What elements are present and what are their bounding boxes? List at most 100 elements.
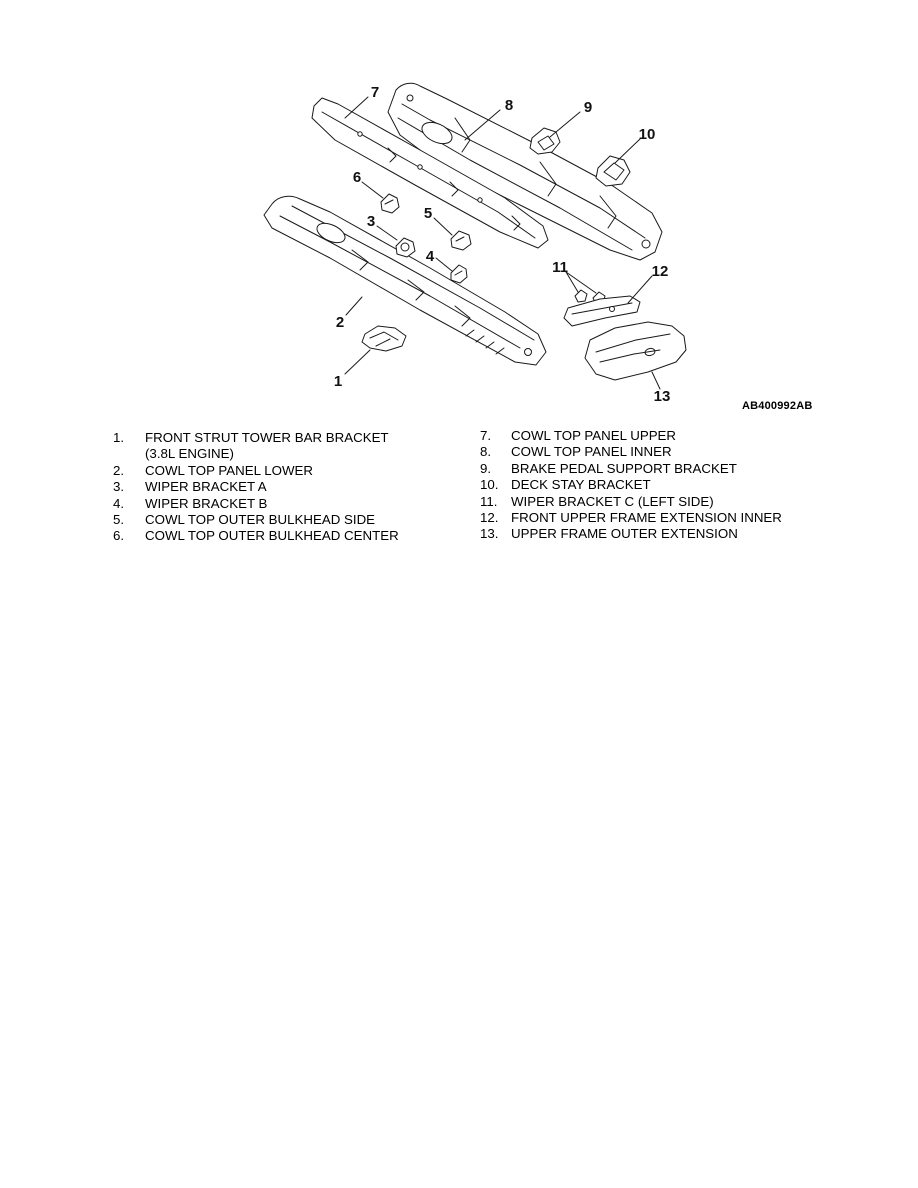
legend-item-text: BRAKE PEDAL SUPPORT BRACKET	[511, 460, 737, 476]
part-6-outline	[380, 193, 400, 214]
part-13-detail-line	[599, 349, 661, 363]
legend-item: 5. COWL TOP OUTER BULKHEAD SIDE	[113, 512, 417, 528]
part-8-hole	[641, 239, 651, 249]
part-4-detail-line	[454, 270, 463, 276]
part-7-detail-line	[321, 111, 536, 239]
legend-item-text: FRONT UPPER FRAME EXTENSION INNER	[511, 510, 782, 526]
leader-line-10	[614, 138, 641, 164]
callout-9: 9	[584, 99, 592, 116]
leader-line-2	[345, 296, 363, 316]
legend-item-text: COWL TOP PANEL UPPER	[511, 428, 677, 443]
legend-item: 13. UPPER FRAME OUTER EXTENSION	[480, 526, 820, 542]
legend-item-number: 7.	[480, 428, 492, 443]
legend-item-text: COWL TOP PANEL LOWER	[145, 462, 313, 478]
part-7-clip	[357, 131, 363, 137]
legend-item: 11. WIPER BRACKET C (LEFT SIDE)	[480, 494, 820, 510]
leader-line-4	[435, 257, 453, 272]
part-13-hole	[644, 347, 656, 357]
part-8-detail-line	[454, 117, 617, 229]
legend-item-number: 6.	[113, 528, 125, 544]
callout-5: 5	[424, 205, 432, 222]
part-12-detail-line	[571, 302, 633, 315]
legend-item-text: COWL TOP PANEL INNER	[511, 444, 672, 460]
part-2-hole	[524, 348, 532, 356]
callout-1: 1	[334, 373, 342, 390]
part-2-vent-hole	[316, 222, 346, 244]
part-8-hole	[406, 94, 414, 102]
part-12-outline	[563, 295, 641, 327]
legend-item-text: WIPER BRACKET C (LEFT SIDE)	[511, 493, 714, 509]
leader-line-3	[376, 225, 398, 241]
callout-12: 12	[652, 263, 669, 280]
part-3-detail	[400, 242, 410, 252]
part-13-detail-line	[595, 333, 671, 353]
figure-reference-code: AB400992AB	[742, 400, 813, 412]
part-13-upper-frame-outer-extension-shape	[584, 321, 687, 381]
part-13-outline	[584, 321, 687, 381]
legend-item-number: 8.	[480, 444, 492, 460]
part-9-detail-line	[537, 135, 555, 151]
callout-2: 2	[336, 314, 344, 331]
leader-line-1	[344, 349, 371, 375]
legend-item-number: 4.	[113, 495, 125, 511]
legend-item-number: 11.	[480, 493, 498, 509]
legend-item: 7. COWL TOP PANEL UPPER	[480, 428, 820, 444]
legend-item-number: 5.	[113, 512, 125, 528]
part-3-wiper-bracket-a-shape	[395, 237, 416, 258]
legend-item-text: COWL TOP OUTER BULKHEAD CENTER	[145, 528, 399, 544]
legend-item-text: DECK STAY BRACKET	[511, 477, 651, 493]
part-10-outline	[595, 155, 631, 187]
part-10-detail-line	[603, 162, 625, 181]
legend-item: 3. WIPER BRACKET A	[113, 479, 417, 495]
legend-item-text: FRONT STRUT TOWER BAR BRACKET (3.8L ENGI…	[145, 430, 389, 462]
callout-3: 3	[367, 213, 375, 230]
legend-item: 6. COWL TOP OUTER BULKHEAD CENTER	[113, 528, 417, 544]
leader-line-9	[549, 111, 581, 138]
part-12-front-upper-frame-extension-inner-shape	[563, 295, 641, 327]
callout-7: 7	[371, 84, 379, 101]
part-5-cowl-top-outer-bulkhead-side-shape	[450, 230, 472, 251]
leader-line-5	[433, 217, 453, 236]
legend-item-number: 10.	[480, 477, 499, 493]
leader-line-6	[361, 181, 384, 199]
leader-line-7	[344, 96, 369, 119]
part-1-front-strut-tower-bar-bracket-shape	[361, 325, 407, 352]
callout-8: 8	[505, 97, 513, 114]
part-4-outline	[450, 264, 468, 284]
part-2-detail-line	[279, 215, 521, 349]
part-1-detail-line	[369, 331, 399, 347]
legend-item-text: WIPER BRACKET B	[145, 495, 268, 511]
part-6-cowl-top-outer-bulkhead-center-shape	[380, 193, 400, 214]
callout-6: 6	[353, 169, 361, 186]
legend-item-text: WIPER BRACKET A	[145, 479, 267, 495]
part-2-cowl-top-panel-lower-shape	[263, 195, 547, 366]
part-7-clip	[477, 197, 483, 203]
callout-10: 10	[639, 126, 656, 143]
legend-item-number: 12.	[480, 510, 499, 526]
legend-item-number: 3.	[113, 479, 125, 495]
part-8-vent-hole	[421, 121, 453, 145]
legend-item: 1. FRONT STRUT TOWER BAR BRACKET (3.8L E…	[113, 430, 417, 463]
part-8-cowl-top-panel-inner-shape	[387, 82, 663, 261]
part-7-clip	[417, 164, 423, 170]
part-11-outline	[574, 289, 588, 303]
legend-item: 4. WIPER BRACKET B	[113, 496, 417, 512]
legend-item: 2. COWL TOP PANEL LOWER	[113, 463, 417, 479]
callout-11: 11	[552, 259, 568, 276]
part-7-cowl-top-panel-upper-shape	[311, 97, 549, 249]
legend-item-number: 1.	[113, 430, 125, 445]
leader-line-11	[565, 271, 597, 294]
callout-numbers: 1 2 3 4 5 6 7 8 9 10 11 12 13	[334, 84, 671, 405]
leader-lines	[344, 96, 661, 390]
part-2-detail-line	[351, 249, 471, 327]
part-10-deck-stay-bracket-shape	[595, 155, 631, 187]
parts-legend-left-column: 1. FRONT STRUT TOWER BAR BRACKET (3.8L E…	[113, 430, 417, 545]
part-4-wiper-bracket-b-shape	[450, 264, 468, 284]
legend-item-text: COWL TOP OUTER BULKHEAD SIDE	[145, 512, 376, 528]
part-6-detail-line	[384, 199, 394, 205]
legend-item-text: UPPER FRAME OUTER EXTENSION	[511, 526, 738, 542]
parts-legend-right-column: 7. COWL TOP PANEL UPPER 8. COWL TOP PANE…	[480, 428, 820, 543]
leader-line-8	[464, 109, 501, 141]
leader-line-13	[651, 371, 661, 390]
part-7-detail-line	[387, 147, 521, 231]
